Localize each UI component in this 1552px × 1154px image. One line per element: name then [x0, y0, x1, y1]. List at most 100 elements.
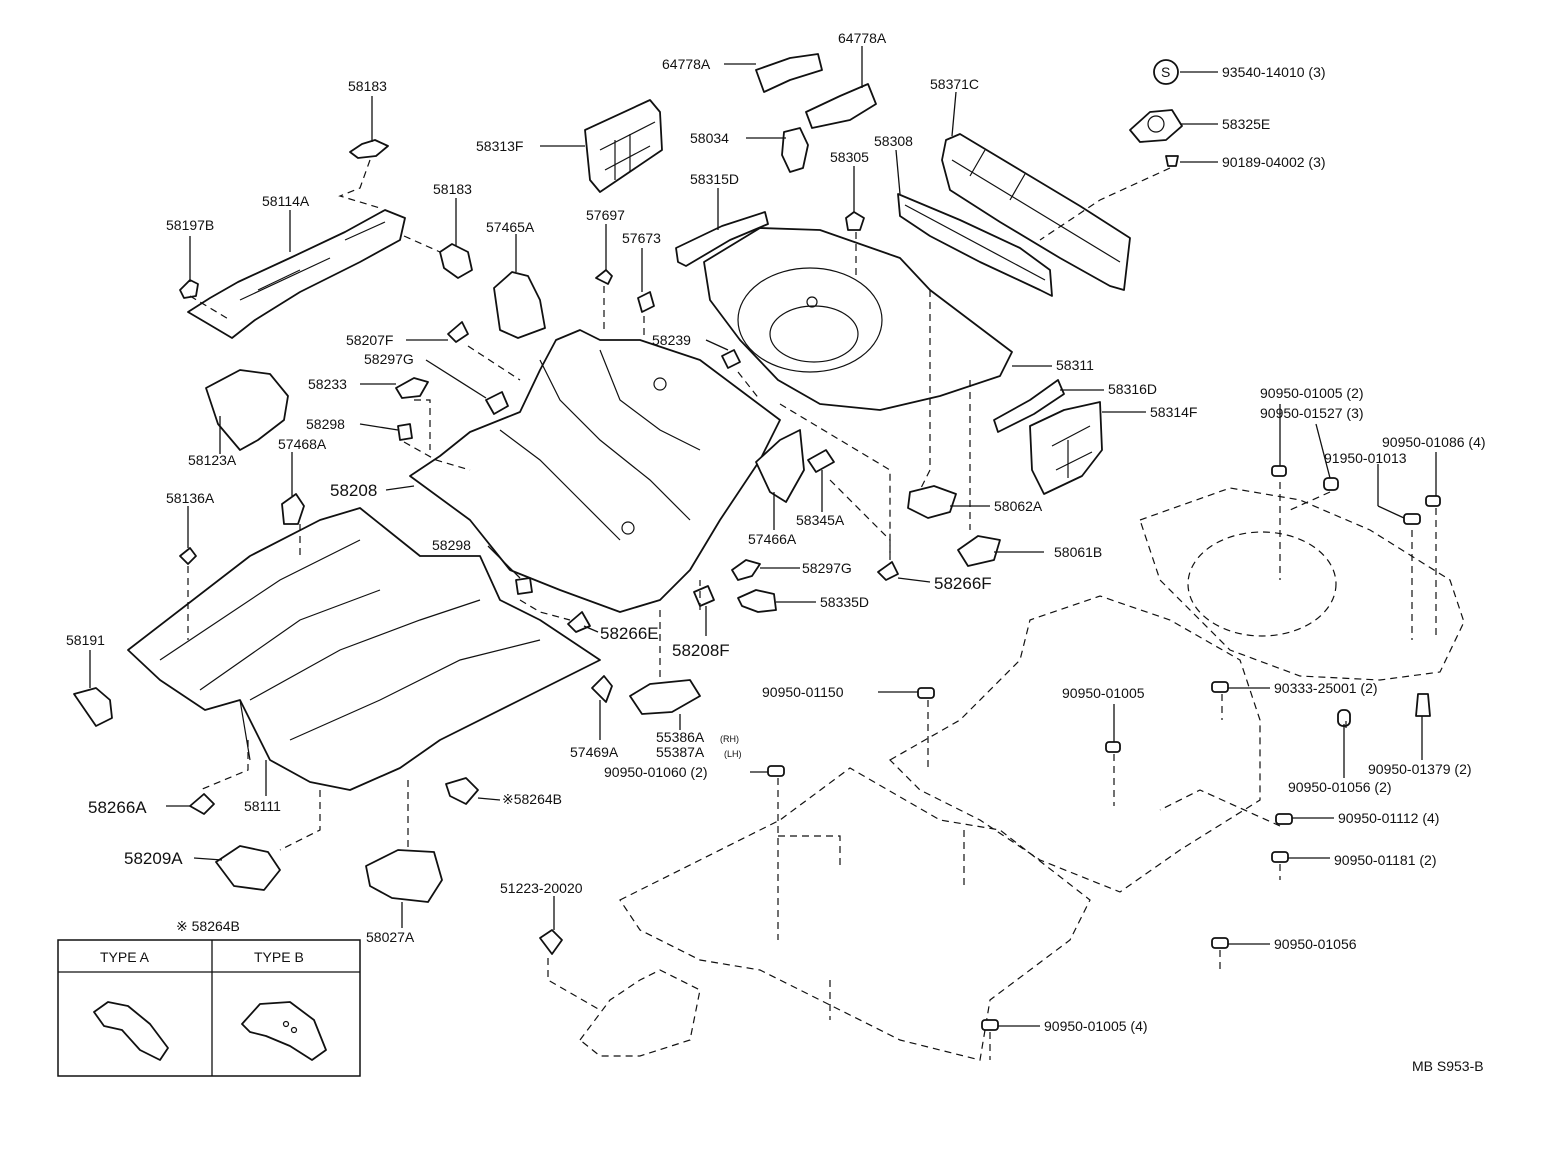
callout-58123A: 58123A	[188, 452, 237, 468]
part-58335D-shape	[737, 589, 777, 613]
callout-58183-mid: 58183	[433, 181, 472, 197]
callout-90189-04002: 90189-04002 (3)	[1222, 154, 1326, 170]
part-58197B-shape	[179, 279, 199, 299]
legend-58264B: ※ 58264B TYPE A TYPE B	[57, 918, 361, 1077]
part-58313F-shape	[584, 99, 663, 193]
callout-64778A-right: 64778A	[838, 30, 887, 46]
part-58209A-shape	[215, 845, 281, 891]
callout-58266F: 58266F	[934, 574, 992, 593]
part-58266A-shape	[189, 793, 215, 815]
callout-55387A: 55387A	[656, 744, 705, 760]
part-58264B-shape	[445, 777, 479, 805]
rear-underbody-shield	[1139, 487, 1465, 681]
part-58183-top-shape	[349, 139, 389, 159]
marker-rh: (RH)	[720, 734, 739, 744]
part-58305-shape	[845, 211, 865, 231]
callout-58191: 58191	[66, 632, 105, 648]
part-58183-mid-shape	[439, 243, 473, 279]
part-90189-04002-shape	[1165, 155, 1179, 167]
callout-58313F: 58313F	[476, 138, 523, 154]
callout-58136A: 58136A	[166, 490, 215, 506]
callout-58062A: 58062A	[994, 498, 1043, 514]
part-58266E-shape	[567, 611, 591, 633]
part-57468A-shape	[281, 493, 305, 525]
callout-90950-01056: 90950-01056	[1274, 936, 1357, 952]
callout-labels: 58183 58114A 58197B 58183 58313F 64778A …	[66, 30, 1486, 1034]
callout-90950-01150: 90950-01150	[762, 684, 844, 700]
callout-58315D: 58315D	[690, 171, 739, 187]
legend-type-a: TYPE A	[100, 949, 150, 965]
callout-90950-01060: 90950-01060 (2)	[604, 764, 708, 780]
callout-58034: 58034	[690, 130, 729, 146]
center-underbody-shield	[889, 595, 1261, 893]
part-58208-floor-shape	[409, 329, 781, 613]
part-58371C-shape	[941, 133, 1131, 291]
part-58208F-shape	[693, 585, 715, 607]
callout-58208: 58208	[330, 481, 377, 500]
part-64778A-left-shape	[755, 53, 823, 93]
callout-64778A-left: 64778A	[662, 56, 711, 72]
callout-58314F: 58314F	[1150, 404, 1197, 420]
part-58314F-shape	[1029, 401, 1103, 495]
callout-58297G-low: 58297G	[802, 560, 852, 576]
callout-58308: 58308	[874, 133, 913, 149]
part-58316D-shape	[993, 379, 1065, 433]
callout-90950-01379: 90950-01379 (2)	[1368, 761, 1472, 777]
callout-58335D: 58335D	[820, 594, 869, 610]
part-58136A-shape	[179, 547, 197, 565]
callout-58239: 58239	[652, 332, 691, 348]
callout-57468A: 57468A	[278, 436, 327, 452]
part-64778A-right-shape	[805, 83, 877, 129]
type-b-bracket-shape	[241, 1001, 327, 1061]
legend-type-b: TYPE B	[254, 949, 304, 965]
part-58123A-shape	[205, 369, 289, 451]
part-58191-shape	[73, 687, 113, 727]
callout-57673: 57673	[622, 230, 661, 246]
callout-90950-01112: 90950-01112 (4)	[1338, 810, 1439, 826]
callout-90950-01181: 90950-01181 (2)	[1334, 852, 1436, 868]
callout-58266A: 58266A	[88, 798, 147, 817]
callout-90950-01005-right: 90950-01005 (2)	[1260, 385, 1364, 401]
part-57697-shape	[595, 269, 613, 285]
diagram-code: MB S953-B	[1412, 1058, 1484, 1074]
callout-90950-01527: 90950-01527 (3)	[1260, 405, 1364, 421]
callout-58316D: 58316D	[1108, 381, 1157, 397]
part-58315D-shape	[675, 211, 769, 267]
callout-51223-20020: 51223-20020	[500, 880, 583, 896]
part-57673-shape	[637, 291, 655, 313]
callout-58209A: 58209A	[124, 849, 183, 868]
part-58027A-shape	[365, 849, 443, 903]
callout-58197B: 58197B	[166, 217, 214, 233]
s-symbol-circle	[1153, 59, 1179, 85]
part-58034-shape	[781, 127, 809, 173]
callout-58208F: 58208F	[672, 641, 730, 660]
part-58239-shape	[721, 349, 741, 369]
callout-58266E: 58266E	[600, 624, 659, 643]
callout-58325E: 58325E	[1222, 116, 1270, 132]
callout-58311: 58311	[1056, 357, 1094, 373]
part-55386A-shape	[629, 679, 701, 715]
part-58233-shape	[395, 377, 429, 399]
callout-58297G-top: 58297G	[364, 351, 414, 367]
marker-lh: (LH)	[724, 749, 742, 759]
part-58308-shape	[897, 193, 1053, 297]
part-58325E-shape	[1129, 109, 1183, 143]
part-58061B-shape	[957, 535, 1001, 567]
callout-58114A: 58114A	[262, 193, 310, 209]
alignment-lines	[187, 159, 1437, 1060]
callout-93540-14010: 93540-14010 (3)	[1222, 64, 1326, 80]
part-58207F-shape	[447, 321, 469, 343]
front-underbody-shield	[619, 767, 1091, 1061]
part-57466A-shape	[755, 429, 805, 503]
part-58062A-shape	[907, 485, 957, 519]
callout-90950-01005-mid: 90950-01005	[1062, 685, 1145, 701]
leader-lines	[89, 46, 1437, 1027]
callout-58345A: 58345A	[796, 512, 845, 528]
callout-58027A: 58027A	[366, 929, 415, 945]
part-58298-top-shape	[397, 423, 413, 441]
legend-title: ※ 58264B	[176, 918, 240, 934]
tunnel-brace	[579, 969, 701, 1057]
callout-58183-top: 58183	[348, 78, 387, 94]
grommets	[767, 465, 1441, 1031]
